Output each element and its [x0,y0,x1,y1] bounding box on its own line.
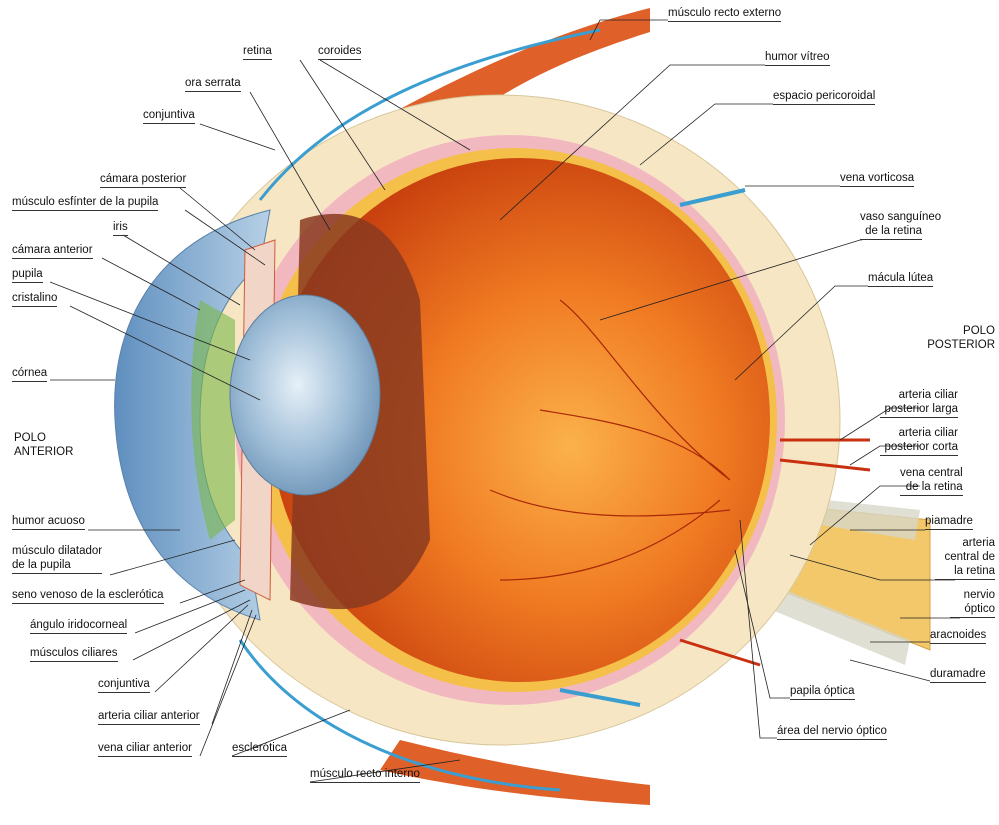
label-line: central de [944,551,995,563]
label-line: ANTERIOR [14,446,74,458]
label-line: arteria ciliar [898,427,958,439]
label-area-nervio-optico: área del nervio óptico [777,724,887,740]
label-arteria-ciliar-anterior: arteria ciliar anterior [98,709,200,725]
label-arteria-ciliar-corta: arteria ciliar posterior corta [880,426,958,456]
label-line: arteria ciliar [898,389,958,401]
label-pupila: pupila [12,267,43,283]
label-arteria-ciliar-larga: arteria ciliar posterior larga [880,388,958,418]
label-conjuntiva-bottom: conjuntiva [98,677,150,693]
label-line: nervio [963,589,995,601]
label-vaso-sanguineo: vaso sanguíneo de la retina [860,210,941,240]
lens [229,294,381,496]
label-musculos-ciliares: músculos ciliares [30,646,118,662]
label-humor-acuoso: humor acuoso [12,514,85,530]
label-line: óptico [964,603,995,615]
label-musculo-dilatador: músculo dilatador de la pupila [12,544,103,574]
label-line: POSTERIOR [927,339,995,351]
label-humor-vitreo: humor vítreo [765,50,830,66]
label-esclerotica: esclerótica [232,741,287,757]
label-nervio-optico: nervio óptico [950,588,995,618]
label-line: vena central [900,467,963,479]
label-line: POLO [14,432,46,444]
label-vena-central: vena central de la retina [900,466,963,496]
label-cornea: córnea [12,366,48,382]
label-arteria-central: arteria central de la retina [935,536,995,580]
label-piamadre: piamadre [925,514,973,530]
label-polo-posterior: POLO POSTERIOR [920,324,995,352]
label-line: la retina [954,565,995,577]
label-ora-serrata: ora serrata [185,76,241,92]
label-duramadre: duramadre [930,667,986,683]
label-line: arteria [962,537,995,549]
label-angulo-iridocorneal: ángulo iridocorneal [30,618,128,634]
label-conjuntiva-top: conjuntiva [143,108,195,124]
label-macula-lutea: mácula lútea [868,271,934,287]
label-papila-optica: papila óptica [790,684,855,700]
label-cristalino: cristalino [12,291,58,307]
label-vena-vorticosa: vena vorticosa [840,171,915,187]
leader-lines [49,19,960,783]
label-vena-ciliar-anterior: vena ciliar anterior [98,741,192,757]
label-line: posterior corta [884,441,958,453]
label-musculo-esfinter: músculo esfínter de la pupila [12,195,159,211]
label-camara-posterior: cámara posterior [100,172,187,188]
label-seno-venoso: seno venoso de la esclerótica [12,588,164,604]
label-line: POLO [963,325,995,337]
label-line: de la pupila [12,559,71,571]
label-espacio-pericoroidal: espacio pericoroidal [773,89,876,105]
label-line: músculo dilatador [12,545,103,557]
label-line: vaso sanguíneo [860,211,942,223]
label-musculo-recto-interno: músculo recto interno [310,767,420,783]
label-musculo-recto-externo: músculo recto externo [668,6,782,22]
medial-rectus-muscle [380,740,650,805]
label-coroides: coroides [318,44,362,60]
label-camara-anterior: cámara anterior [12,243,93,259]
label-aracnoides: aracnoides [930,628,987,644]
label-iris: iris [113,220,128,236]
label-line: posterior larga [884,403,958,415]
label-line: de la retina [905,481,963,493]
label-retina: retina [243,44,272,60]
label-line: de la retina [865,225,922,237]
label-polo-anterior: POLO ANTERIOR [14,431,73,459]
